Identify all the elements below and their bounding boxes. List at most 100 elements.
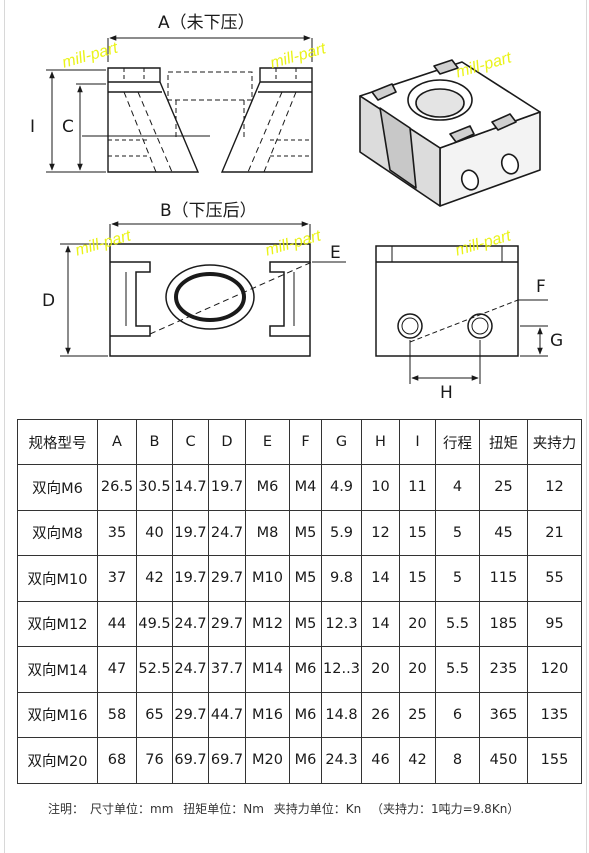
header-cell: C <box>172 419 209 465</box>
table-cell: M5 <box>289 509 322 556</box>
table-cell: 37.7 <box>208 646 246 693</box>
table-cell: 21 <box>527 509 582 556</box>
table-cell: M14 <box>245 646 290 693</box>
table-cell: 44.7 <box>208 691 246 738</box>
note-size-unit: 尺寸单位：mm <box>90 802 174 816</box>
table-cell: 14 <box>361 555 400 602</box>
watermark: mill-part <box>60 40 120 72</box>
table-cell: 11 <box>399 464 436 511</box>
table-cell: M10 <box>245 555 290 602</box>
header-cell: H <box>361 419 400 465</box>
note-prefix: 注明： <box>48 802 85 816</box>
table-cell: 68 <box>97 737 137 784</box>
table-cell: 14.8 <box>321 691 362 738</box>
table-cell: 24.7 <box>172 646 209 693</box>
table-cell: 8 <box>435 737 480 784</box>
page-frame <box>4 0 587 853</box>
dim-h-label: H <box>440 383 453 403</box>
model-cell: 双向M16 <box>17 691 98 738</box>
model-cell: 双向M10 <box>17 555 98 602</box>
table-cell: 14.7 <box>172 464 209 511</box>
table-cell: 76 <box>136 737 173 784</box>
table-cell: 58 <box>97 691 137 738</box>
table-cell: 135 <box>527 691 582 738</box>
dim-e-label: E <box>330 243 341 263</box>
header-cell: 扭矩 <box>479 419 528 465</box>
model-cell: 双向M20 <box>17 737 98 784</box>
units-note: 注明：尺寸单位：mm 扭矩单位：Nm 夹持力单位：Kn （夹持力：1吨力=9.8… <box>48 800 568 817</box>
table-cell: 35 <box>97 509 137 556</box>
table-cell: 19.7 <box>172 509 209 556</box>
table-cell: 45 <box>479 509 528 556</box>
table-cell: 155 <box>527 737 582 784</box>
table-cell: 29.7 <box>172 691 209 738</box>
table-cell: 12 <box>361 509 400 556</box>
table-cell: 4.9 <box>321 464 362 511</box>
table-cell: 25 <box>479 464 528 511</box>
table-cell: 15 <box>399 509 436 556</box>
table-cell: 44 <box>97 600 137 647</box>
table-cell: M6 <box>289 737 322 784</box>
header-cell: 行程 <box>435 419 480 465</box>
table-cell: 25 <box>399 691 436 738</box>
dim-b-label: B（下压后） <box>160 201 257 221</box>
table-cell: 42 <box>136 555 173 602</box>
table-cell: M8 <box>245 509 290 556</box>
table-cell: 95 <box>527 600 582 647</box>
table-cell: M6 <box>245 464 290 511</box>
model-cell: 双向M14 <box>17 646 98 693</box>
table-cell: 185 <box>479 600 528 647</box>
header-cell: E <box>245 419 290 465</box>
table-cell: 5 <box>435 555 480 602</box>
table-cell: 24.3 <box>321 737 362 784</box>
table-cell: 47 <box>97 646 137 693</box>
table-header-row: 规格型号 A B C D E F G H I 行程 扭矩 夹持力 <box>17 419 582 465</box>
table-cell: M12 <box>245 600 290 647</box>
front-view-drawing <box>375 245 548 384</box>
table-cell: 14 <box>361 600 400 647</box>
table-cell: 6 <box>435 691 480 738</box>
header-cell: G <box>321 419 362 465</box>
table-cell: 19.7 <box>172 555 209 602</box>
table-cell: 55 <box>527 555 582 602</box>
table-cell: 49.5 <box>136 600 173 647</box>
table-cell: 29.7 <box>208 600 246 647</box>
dim-f-label: F <box>536 277 546 297</box>
table-cell: 52.5 <box>136 646 173 693</box>
header-cell: A <box>97 419 137 465</box>
header-cell: I <box>399 419 436 465</box>
table-cell: 69.7 <box>172 737 209 784</box>
table-cell: 15 <box>399 555 436 602</box>
side-view-drawing <box>46 35 313 173</box>
table-cell: M5 <box>289 555 322 602</box>
table-cell: 29.7 <box>208 555 246 602</box>
table-cell: 5.5 <box>435 646 480 693</box>
note-conversion: （夹持力：1吨力=9.8Kn） <box>371 802 520 816</box>
table-cell: 4 <box>435 464 480 511</box>
dim-g-label: G <box>550 331 563 351</box>
table-cell: M16 <box>245 691 290 738</box>
header-cell: F <box>289 419 322 465</box>
table-cell: 37 <box>97 555 137 602</box>
model-cell: 双向M12 <box>17 600 98 647</box>
dim-d-label: D <box>42 291 55 311</box>
note-clamp-unit: 夹持力单位：Kn <box>273 802 362 816</box>
table-cell: 450 <box>479 737 528 784</box>
table-cell: 26 <box>361 691 400 738</box>
table-cell: 65 <box>136 691 173 738</box>
table-cell: M5 <box>289 600 322 647</box>
table-cell: 30.5 <box>136 464 173 511</box>
table-cell: 5.5 <box>435 600 480 647</box>
top-view-drawing <box>60 221 346 357</box>
table-cell: 26.5 <box>97 464 137 511</box>
table-cell: 24.7 <box>208 509 246 556</box>
table-cell: 9.8 <box>321 555 362 602</box>
table-cell: M20 <box>245 737 290 784</box>
table-cell: M6 <box>289 691 322 738</box>
table-cell: 12..3 <box>321 646 362 693</box>
